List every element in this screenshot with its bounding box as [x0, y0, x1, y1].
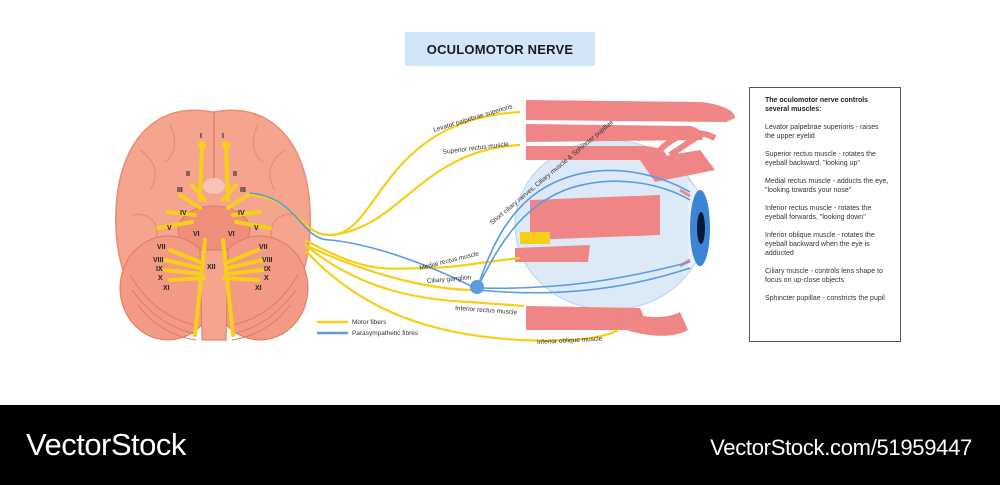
info-box: The oculomotor nerve controls several mu…	[749, 87, 901, 342]
info-item-sphincter: Sphincter pupillae - constricts the pupi…	[765, 295, 885, 302]
cranial-nerves	[156, 143, 272, 337]
oculomotor-diagram: I I II II III III IV IV V V VI VI VII VI…	[115, 100, 735, 346]
page-title: OCULOMOTOR NERVE	[426, 41, 574, 57]
cerebellum-folia	[129, 274, 299, 341]
nerve-numerals: I I II II III III IV IV V V VI VI VII VI…	[153, 133, 273, 292]
numeral-XI-left: XI	[163, 285, 170, 292]
label-ciliary-ganglion: Ciliary ganglion	[427, 274, 472, 285]
eyeball-group	[514, 100, 735, 336]
numeral-V-left: V	[167, 225, 172, 232]
diagram-stage: I I II II III III IV IV V V VI VI VII VI…	[115, 32, 901, 346]
numeral-VIII-left: VIII	[153, 257, 164, 264]
numeral-VI-right: VI	[228, 231, 235, 238]
numeral-X-left: X	[158, 275, 163, 282]
info-item-medial-rectus: Medial rectus muscle - adducts the eye, …	[765, 178, 889, 194]
legend: Motor fibers Parasympathetic fibres	[317, 319, 419, 337]
info-item-inferior-rectus: Inferior rectus muscle - rotates the eye…	[765, 205, 872, 221]
label-levator: Levator palpebrae superioris	[433, 103, 515, 134]
numeral-III-left: III	[177, 187, 183, 194]
pituitary	[203, 178, 225, 194]
ciliary-ganglion-body	[520, 232, 550, 244]
numeral-IX-left: IX	[156, 266, 163, 273]
inferior-oblique-muscle	[615, 310, 688, 336]
numeral-III-right: III	[240, 187, 246, 194]
numeral-I-right: I	[222, 133, 224, 140]
parasympathetic-fibres	[249, 169, 691, 294]
numeral-VII-right: VII	[259, 244, 268, 251]
optic-muscle-band	[640, 150, 715, 182]
footer-bar: VectorStock VectorStock.com/51959447	[0, 405, 1000, 485]
numeral-XI-right: XI	[255, 285, 262, 292]
image-url[interactable]: VectorStock.com/51959447	[710, 435, 972, 460]
numeral-VI-left: VI	[193, 231, 200, 238]
title-box: OCULOMOTOR NERVE	[405, 32, 595, 66]
numeral-II-left: II	[186, 171, 190, 178]
lateral-rectus-muscle	[530, 195, 660, 240]
label-inferior-oblique: Inferior oblique muscle	[537, 336, 603, 346]
pupil	[697, 212, 705, 244]
info-item-inferior-oblique: Inferior oblique muscle - rotates the ey…	[765, 232, 875, 257]
medial-rectus-muscle	[515, 245, 590, 262]
levator-muscle	[526, 100, 735, 122]
superior-oblique-tendon	[657, 130, 717, 158]
brain-gyri	[131, 124, 297, 239]
numeral-X-right: X	[264, 275, 269, 282]
numeral-V-right: V	[254, 225, 259, 232]
label-medial-rectus: Medial rectus muscle	[419, 250, 480, 272]
info-item-levator: Levator palpebrae superioris - raises th…	[765, 124, 879, 140]
legend-parasympathetic-label: Parasympathetic fibres	[352, 330, 419, 337]
numeral-XII: XII	[207, 264, 216, 271]
numeral-IV-left: IV	[180, 210, 187, 217]
numeral-IX-right: IX	[264, 266, 271, 273]
numeral-VII-left: VII	[157, 244, 166, 251]
numeral-II-right: II	[233, 171, 237, 178]
superior-oblique-muscle	[526, 146, 667, 160]
brand-logo[interactable]: VectorStock	[26, 427, 186, 462]
label-inferior-rectus: Inferior rectus muscle	[455, 305, 518, 316]
legend-motor-label: Motor fibers	[352, 319, 387, 326]
ciliary-ganglion-node	[470, 280, 484, 294]
numeral-I-left: I	[200, 133, 202, 140]
numeral-IV-right: IV	[238, 210, 245, 217]
medulla	[199, 249, 229, 341]
olfactory-bulbs	[198, 141, 230, 149]
info-item-ciliary: Ciliary muscle - controls lens shape to …	[765, 268, 883, 284]
brain-base-view: I I II II III III IV IV V V VI VI VII VI…	[115, 109, 311, 341]
info-item-superior-rectus: Superior rectus muscle - rotates the eye…	[765, 151, 876, 167]
superior-rectus-muscle	[526, 124, 703, 142]
numeral-VIII-right: VIII	[262, 257, 273, 264]
info-heading: The oculomotor nerve controls several mu…	[765, 97, 869, 113]
